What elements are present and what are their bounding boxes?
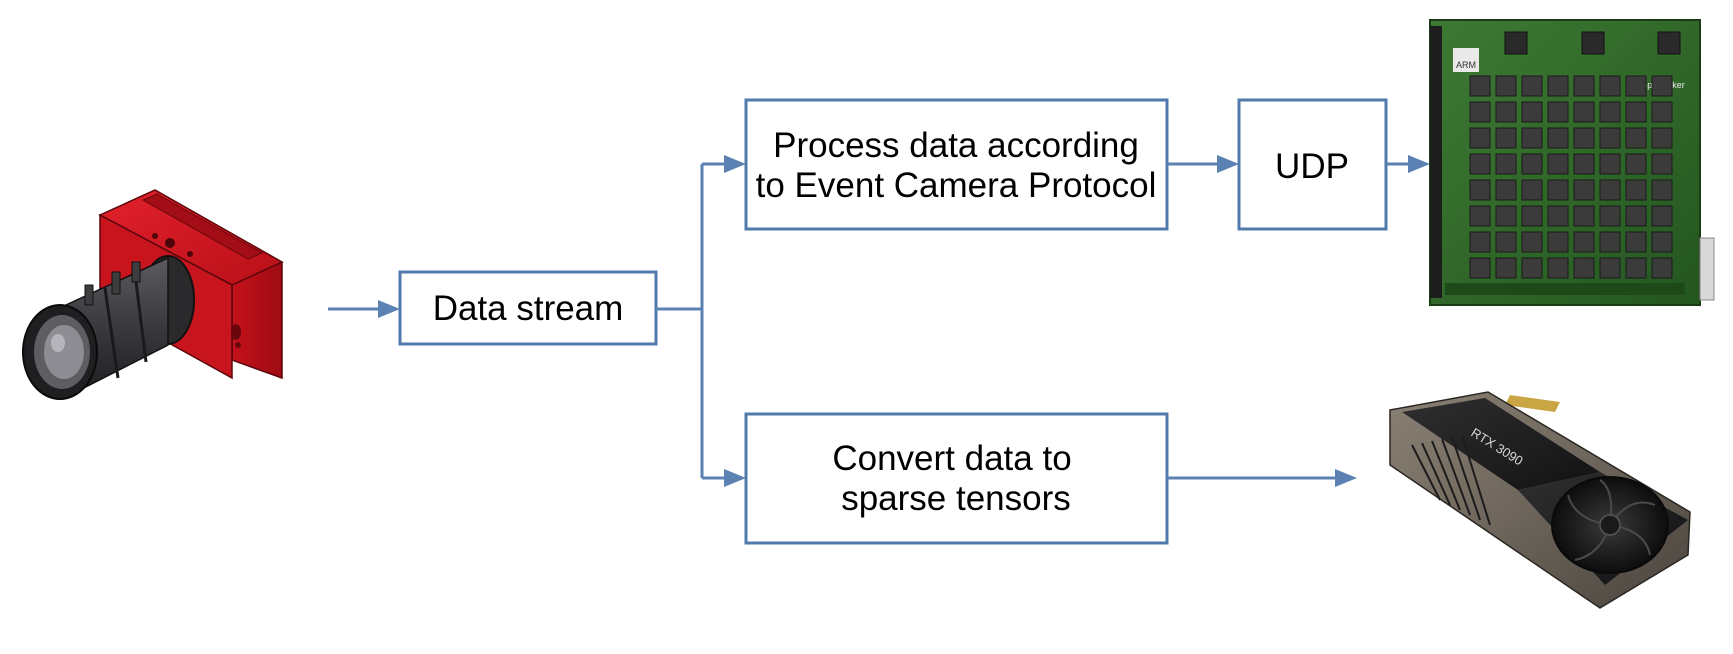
chip [1651, 205, 1673, 227]
chip [1625, 179, 1647, 201]
node-data-stream: Data stream [398, 270, 658, 346]
arrowhead-split-to-process [724, 155, 746, 173]
node-convert-line2: sparse tensors [841, 479, 1071, 518]
chip [1547, 179, 1569, 201]
event-camera-icon [22, 189, 284, 400]
chip [1495, 205, 1517, 227]
chip [1521, 257, 1543, 279]
arm-logo-text: ARM [1456, 60, 1476, 70]
chip [1573, 127, 1595, 149]
chip [1521, 179, 1543, 201]
chip [1469, 257, 1491, 279]
chip [1573, 179, 1595, 201]
chip [1625, 231, 1647, 253]
chip [1547, 231, 1569, 253]
chip [1573, 101, 1595, 123]
chip [1547, 101, 1569, 123]
chip [1599, 231, 1621, 253]
chip [1651, 127, 1673, 149]
chip [1599, 127, 1621, 149]
chip [1469, 101, 1491, 123]
chip [1599, 205, 1621, 227]
arrowhead-camera-to-stream [378, 300, 400, 318]
chip [1599, 257, 1621, 279]
chip [1651, 179, 1673, 201]
chip-grid [1469, 75, 1673, 279]
node-convert-line1: Convert data to [832, 439, 1071, 478]
chip [1495, 153, 1517, 175]
chip [1521, 231, 1543, 253]
chip [1599, 75, 1621, 97]
node-process-line1: Process data according [773, 126, 1139, 165]
chip [1547, 127, 1569, 149]
chip [1495, 101, 1517, 123]
chip [1547, 75, 1569, 97]
chip [1651, 231, 1673, 253]
chip [1573, 75, 1595, 97]
chip [1573, 257, 1595, 279]
chip [1573, 205, 1595, 227]
chip [1469, 205, 1491, 227]
node-udp-label: UDP [1275, 147, 1349, 186]
chip [1625, 257, 1647, 279]
chip [1521, 127, 1543, 149]
chip [1651, 75, 1673, 97]
arrowhead-split-to-convert [724, 469, 746, 487]
chip [1469, 127, 1491, 149]
node-udp: UDP [1237, 98, 1388, 231]
chip [1651, 257, 1673, 279]
node-process-line2: to Event Camera Protocol [756, 166, 1157, 205]
chip [1599, 101, 1621, 123]
gpu-card-icon: RTX 3090 [1389, 391, 1691, 609]
node-convert: Convert data to sparse tensors [744, 412, 1169, 545]
chip [1495, 231, 1517, 253]
node-process: Process data according to Event Camera P… [744, 98, 1169, 231]
chip [1547, 153, 1569, 175]
chip [1599, 179, 1621, 201]
connectors [328, 155, 1430, 487]
node-data-stream-label: Data stream [433, 289, 624, 328]
spinnaker-board-icon: ARM SpiNNaker [1429, 19, 1715, 306]
chip [1547, 205, 1569, 227]
chip [1625, 75, 1647, 97]
chip [1573, 153, 1595, 175]
chip [1651, 153, 1673, 175]
chip [1625, 127, 1647, 149]
arrowhead-convert-to-gpu [1335, 469, 1357, 487]
chip [1469, 231, 1491, 253]
chip [1521, 75, 1543, 97]
chip [1469, 153, 1491, 175]
chip [1547, 257, 1569, 279]
chip [1469, 179, 1491, 201]
chip [1521, 153, 1543, 175]
chip [1495, 75, 1517, 97]
chip [1495, 179, 1517, 201]
chip [1651, 101, 1673, 123]
arrowhead-process-to-udp [1217, 155, 1239, 173]
chip [1599, 153, 1621, 175]
chip [1469, 75, 1491, 97]
chip [1495, 257, 1517, 279]
chip [1521, 101, 1543, 123]
chip [1625, 101, 1647, 123]
chip [1521, 205, 1543, 227]
chip [1625, 205, 1647, 227]
arrowhead-udp-to-board [1408, 155, 1430, 173]
chip [1573, 231, 1595, 253]
chip [1495, 127, 1517, 149]
chip [1625, 153, 1647, 175]
